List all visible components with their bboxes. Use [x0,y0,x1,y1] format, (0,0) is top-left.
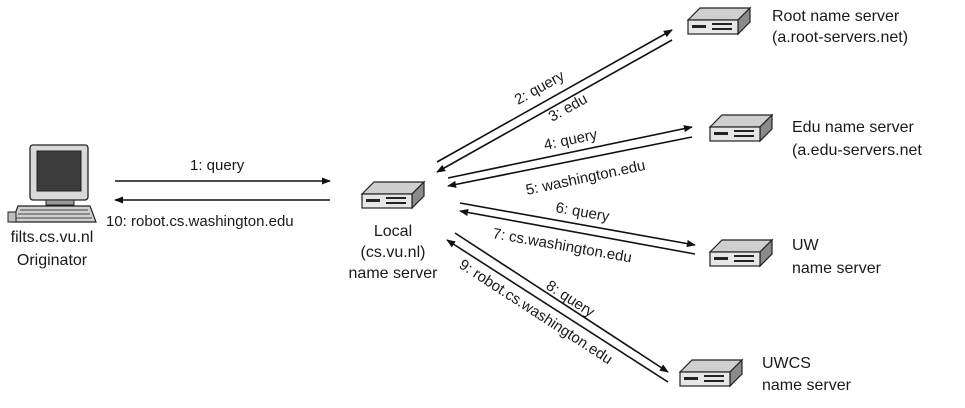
arrow-5-reply [447,136,693,188]
local-server-icon [361,181,425,209]
root-server-name: Root name server [772,8,900,25]
uw-server-icon [709,239,773,267]
edu-server-host: (a.edu-servers.net [792,142,922,159]
arrow-4-query [447,125,693,179]
computer-icon [7,144,97,223]
label-5-reply: 5: washington.edu [524,157,647,199]
arrow-8-query [454,232,669,373]
label-10-reply: 10: robot.cs.washington.edu [106,213,294,230]
label-3-reply: 3: edu [546,90,591,125]
root-server-icon [687,7,751,35]
arrow-7-reply [459,208,696,255]
label-7-reply: 7: cs.washington.edu [491,225,633,266]
local-server-label-3: name server [349,265,439,282]
label-1-query: 1: query [190,157,245,174]
originator-host: filts.cs.vu.nl [11,229,94,246]
arrow-9-reply [446,239,669,383]
originator-label: Originator [17,252,88,269]
uwcs-server-icon [679,359,743,387]
uw-server-label: name server [792,260,882,277]
arrow-6-query [459,202,696,248]
local-server-label-2: (cs.vu.nl) [361,244,426,261]
arrow-3-reply [436,39,673,173]
edu-server-name: Edu name server [792,119,915,136]
uwcs-server-label: name server [762,377,852,394]
root-server-host: (a.root-servers.net) [772,29,908,46]
uw-server-name: UW [792,237,820,254]
arrow-2-query [436,29,673,163]
edu-server-icon [709,114,773,142]
local-server-label-1: Local [374,223,412,240]
label-4-query: 4: query [542,126,599,154]
uwcs-server-name: UWCS [762,355,811,372]
